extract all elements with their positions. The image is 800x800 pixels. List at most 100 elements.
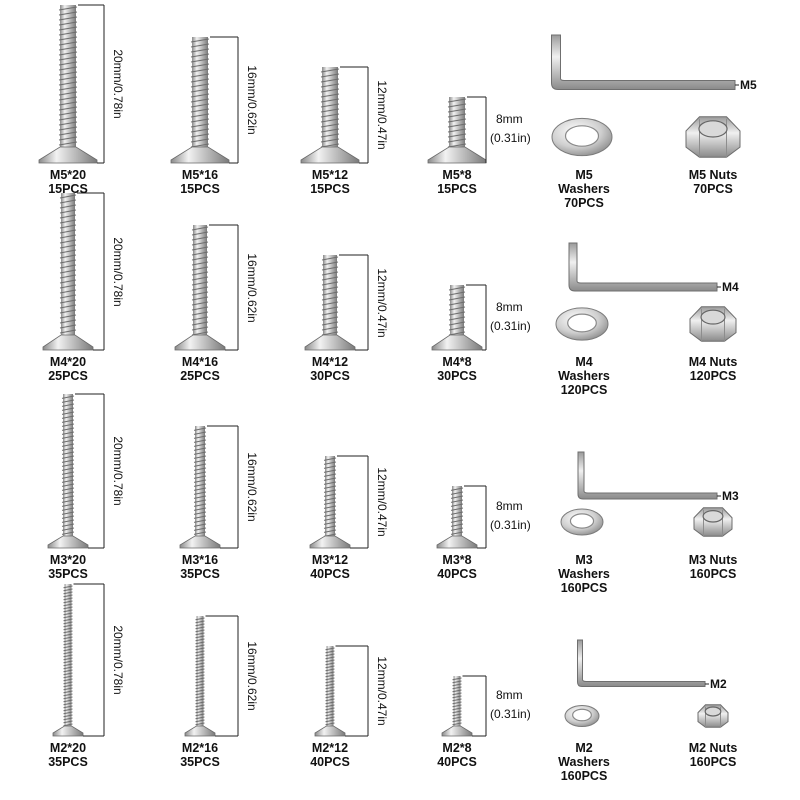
thread-line bbox=[190, 118, 210, 123]
thread-line bbox=[325, 653, 335, 657]
thread-line bbox=[325, 692, 335, 696]
thread-line bbox=[61, 439, 75, 443]
thread-line bbox=[448, 296, 466, 301]
dimension-label-inch: (0.31in) bbox=[490, 318, 531, 333]
thread-line bbox=[61, 403, 75, 407]
thread-line bbox=[190, 88, 210, 93]
thread-line bbox=[63, 708, 73, 712]
thread-line bbox=[59, 274, 77, 279]
thread-line bbox=[452, 689, 462, 693]
screw-head bbox=[47, 535, 89, 549]
thread-line bbox=[58, 131, 78, 136]
thread-line bbox=[58, 26, 78, 31]
thread-line bbox=[325, 665, 335, 669]
thread-line bbox=[195, 665, 205, 669]
thread-line bbox=[63, 654, 73, 658]
thread-line bbox=[325, 674, 335, 678]
thread-line bbox=[190, 123, 210, 128]
thread-line bbox=[63, 711, 73, 715]
thread-line bbox=[61, 447, 75, 451]
thread-line bbox=[320, 143, 340, 148]
thread-line bbox=[325, 680, 335, 684]
thread-line bbox=[325, 704, 335, 708]
thread-line bbox=[59, 269, 77, 274]
dimension-label: 16mm/0.62in bbox=[245, 452, 259, 522]
thread-line bbox=[320, 128, 340, 133]
thread-line bbox=[452, 713, 462, 717]
thread-line bbox=[321, 291, 339, 296]
thread-line bbox=[321, 326, 339, 331]
thread-line bbox=[63, 678, 73, 682]
thread-line bbox=[452, 719, 462, 723]
thread-line bbox=[59, 204, 77, 209]
screw bbox=[314, 646, 346, 737]
washer-quantity: 160PCS bbox=[560, 581, 608, 595]
thread-line bbox=[323, 501, 337, 505]
thread-line bbox=[58, 101, 78, 106]
thread-line bbox=[190, 108, 210, 113]
thread-line bbox=[325, 722, 335, 726]
screw-head bbox=[314, 725, 346, 737]
thread-line bbox=[448, 311, 466, 316]
thread-line bbox=[450, 491, 464, 495]
thread-line bbox=[190, 73, 210, 78]
thread-line bbox=[191, 246, 209, 251]
thread-line bbox=[190, 58, 210, 63]
thread-line bbox=[63, 696, 73, 700]
thread-line bbox=[321, 306, 339, 311]
thread-line bbox=[195, 704, 205, 708]
thread-line bbox=[323, 457, 337, 461]
screw bbox=[42, 193, 94, 351]
thread-line bbox=[325, 677, 335, 681]
washer-hole bbox=[572, 708, 592, 722]
dimension-label: 20mm/0.78in bbox=[111, 625, 125, 695]
thread-line bbox=[58, 76, 78, 81]
dimension-label: 20mm/0.78in bbox=[111, 49, 125, 119]
thread-line bbox=[447, 103, 467, 108]
thread-line bbox=[190, 63, 210, 68]
thread-line bbox=[195, 698, 205, 702]
thread-line bbox=[58, 71, 78, 76]
screw-name: M4*8 bbox=[442, 355, 472, 369]
thread-line bbox=[323, 497, 337, 501]
screw-name: M3*8 bbox=[442, 553, 472, 567]
thread-line bbox=[190, 103, 210, 108]
thread-line bbox=[63, 693, 73, 697]
thread-line bbox=[63, 663, 73, 667]
thread-line bbox=[61, 443, 75, 447]
thread-line bbox=[195, 707, 205, 711]
screw-shaft bbox=[452, 486, 462, 537]
thread-line bbox=[61, 491, 75, 495]
thread-line bbox=[452, 698, 462, 702]
thread-line bbox=[63, 720, 73, 724]
thread-line bbox=[193, 519, 207, 523]
thread-line bbox=[325, 707, 335, 711]
thread-line bbox=[191, 321, 209, 326]
thread-line bbox=[193, 451, 207, 455]
thread-line bbox=[193, 483, 207, 487]
screw bbox=[436, 486, 478, 549]
screw-shaft bbox=[196, 616, 204, 727]
thread-line bbox=[320, 138, 340, 143]
screw-head bbox=[427, 146, 487, 164]
thread-line bbox=[59, 264, 77, 269]
thread-line bbox=[452, 680, 462, 684]
thread-line bbox=[323, 469, 337, 473]
screw-quantity: 35PCS bbox=[180, 755, 220, 769]
thread-line bbox=[193, 455, 207, 459]
dimension-label: 8mm bbox=[496, 688, 523, 702]
thread-line bbox=[61, 499, 75, 503]
nut-thread-hole bbox=[700, 309, 726, 325]
hex-key bbox=[551, 34, 739, 90]
screw-name: M4*12 bbox=[311, 355, 349, 369]
dimension-label: 16mm/0.62in bbox=[245, 65, 259, 135]
thread-line bbox=[190, 83, 210, 88]
thread-line bbox=[195, 644, 205, 648]
thread-line bbox=[320, 93, 340, 98]
hex-key-body bbox=[577, 639, 706, 687]
thread-line bbox=[452, 677, 462, 681]
thread-line bbox=[447, 138, 467, 143]
thread-line bbox=[195, 617, 205, 621]
thread-line bbox=[325, 716, 335, 720]
hex-nut bbox=[689, 306, 737, 342]
